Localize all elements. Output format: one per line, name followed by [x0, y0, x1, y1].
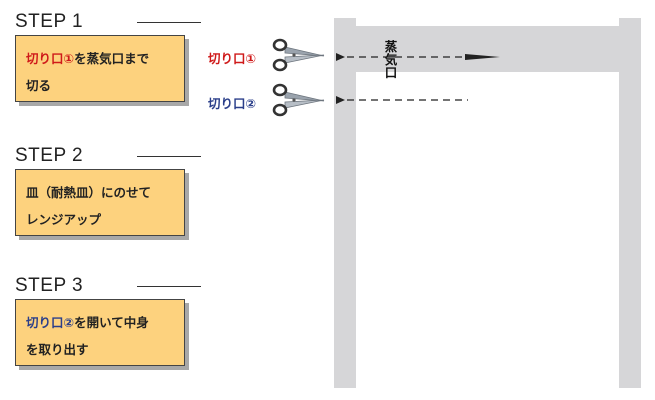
- step-1-line-2: 切る: [26, 78, 52, 93]
- step-3-instruction-box: 切り口②を開いて中身 を取り出す: [15, 299, 185, 366]
- step-1-header: STEP 1: [15, 10, 205, 36]
- step-3-header: STEP 3: [15, 274, 205, 300]
- step-2-rule: [137, 156, 201, 157]
- scissors-icon: [272, 83, 325, 117]
- scissors-icon: [272, 38, 325, 72]
- step-1-instruction-box: 切り口①を蒸気口まで 切る: [15, 35, 185, 102]
- steam-vent-char: 口: [384, 65, 398, 80]
- step-2-title: STEP 2: [15, 144, 90, 168]
- steam-vent-char: 気: [384, 52, 398, 67]
- step-1: STEP 1 切り口①を蒸気口まで 切る: [15, 10, 205, 102]
- step-3-title: STEP 3: [15, 274, 90, 298]
- step-1-text: を蒸気口まで: [74, 51, 150, 66]
- arrow-right-icon: [336, 53, 345, 61]
- steam-vent-label: 蒸 気 口: [370, 40, 412, 79]
- step-3-cut-label: 切り口②: [26, 315, 75, 330]
- step-2-line-2: レンジアップ: [26, 212, 102, 227]
- step-3-line-2: を取り出す: [26, 342, 89, 357]
- pouch-body-panel: [356, 72, 619, 388]
- step-1-cut-label: 切り口①: [26, 51, 75, 66]
- step-2-header: STEP 2: [15, 144, 205, 170]
- step-2-line-1: 皿（耐熱皿）にのせて: [26, 185, 152, 200]
- step-1-rule: [137, 22, 201, 23]
- arrow-right-icon: [336, 96, 345, 104]
- step-3-rule: [137, 286, 201, 287]
- pouch-top-panel: [356, 18, 619, 26]
- cut-2-label: 切り口②: [208, 96, 257, 111]
- steam-vent-char: 蒸: [384, 39, 398, 54]
- step-2: STEP 2 皿（耐熱皿）にのせて レンジアップ: [15, 144, 205, 236]
- step-1-title: STEP 1: [15, 10, 90, 34]
- cut-1-taper: [465, 54, 500, 60]
- cut-1-label: 切り口①: [208, 51, 257, 66]
- step-2-instruction-box: 皿（耐熱皿）にのせて レンジアップ: [15, 169, 185, 236]
- pouch-bag: [334, 18, 641, 388]
- step-1-line-1: 切り口①を蒸気口まで: [26, 45, 176, 72]
- step-3-line-1: 切り口②を開いて中身: [26, 309, 176, 336]
- step-3: STEP 3 切り口②を開いて中身 を取り出す: [15, 274, 205, 366]
- step-3-text: を開いて中身: [74, 315, 149, 330]
